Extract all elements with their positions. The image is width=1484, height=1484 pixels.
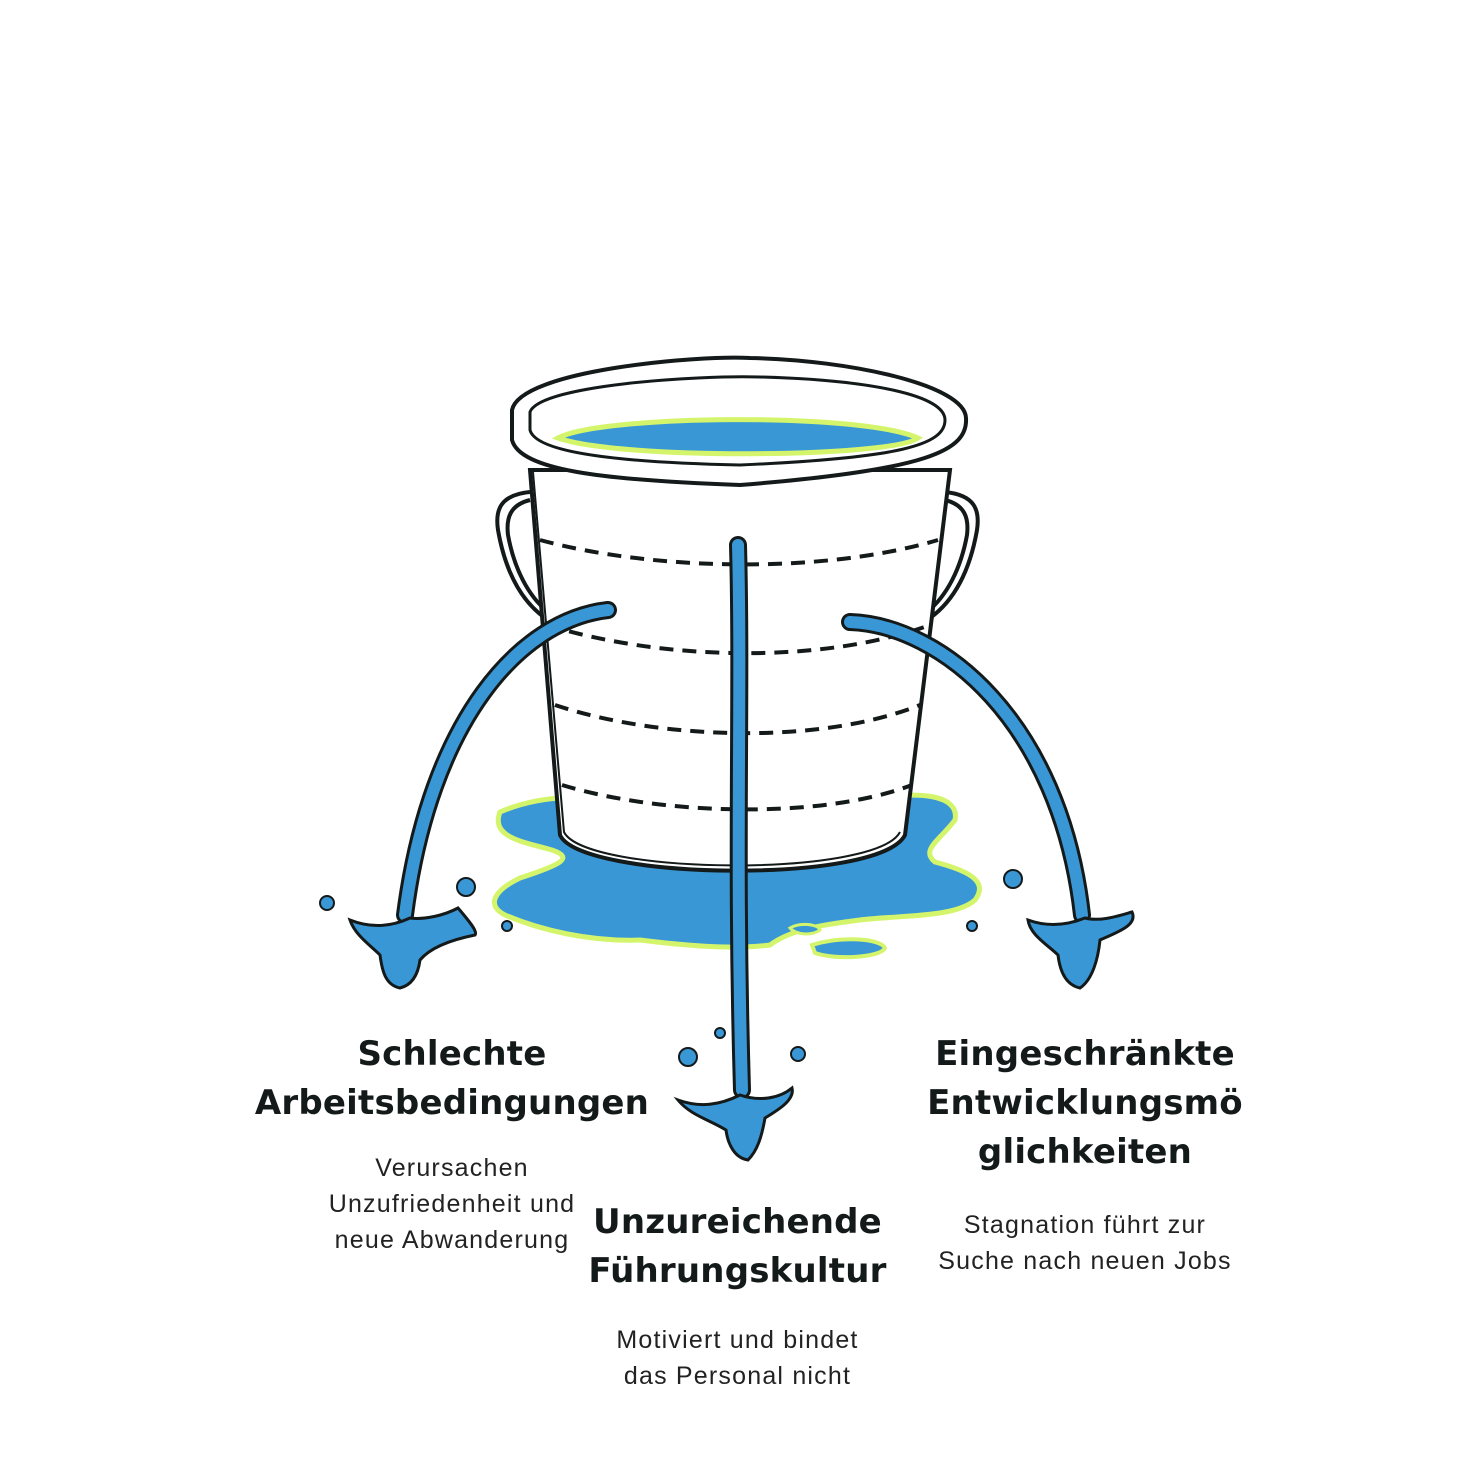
description-line: Suche nach neuen Jobs: [938, 1247, 1232, 1275]
left-water-stream: [319, 601, 617, 990]
right-water-stream: [841, 613, 1135, 990]
leak-center-heading: Unzureichende Führungskultur: [565, 1198, 910, 1296]
heading-line: Entwicklungsmö: [927, 1083, 1243, 1123]
leak-left-block: Schlechte Arbeitsbedingungen Verursachen…: [252, 1030, 652, 1258]
bucket-handle: [495, 490, 980, 620]
heading-line: Schlechte: [357, 1034, 547, 1074]
center-water-stream: [673, 536, 806, 1162]
leak-center-description: Motiviert und bindet das Personal nicht: [565, 1322, 910, 1394]
leak-left-description: Verursachen Unzufriedenheit und neue Abw…: [252, 1150, 652, 1258]
heading-line: glichkeiten: [977, 1132, 1193, 1172]
description-line: Motiviert und bindet: [616, 1326, 859, 1354]
description-line: Stagnation führt zur: [963, 1211, 1207, 1239]
heading-line: Unzureichende: [593, 1202, 882, 1242]
leak-left-heading: Schlechte Arbeitsbedingungen: [252, 1030, 652, 1128]
description-line: neue Abwanderung: [334, 1226, 570, 1254]
heading-line: Eingeschränkte: [935, 1034, 1235, 1074]
description-line: Unzufriedenheit und: [328, 1190, 576, 1218]
leak-right-description: Stagnation führt zur Suche nach neuen Jo…: [905, 1207, 1265, 1279]
heading-line: Arbeitsbedingungen: [254, 1083, 650, 1123]
leak-right-block: Eingeschränkte Entwicklungsmö glichkeite…: [905, 1030, 1265, 1279]
description-line: Verursachen: [375, 1154, 529, 1182]
leak-center-block: Unzureichende Führungskultur Motiviert u…: [565, 1198, 910, 1394]
bucket-rim: [510, 355, 969, 488]
description-line: das Personal nicht: [623, 1362, 852, 1390]
heading-line: Führungskultur: [588, 1251, 887, 1291]
leak-right-heading: Eingeschränkte Entwicklungsmö glichkeite…: [905, 1030, 1265, 1177]
